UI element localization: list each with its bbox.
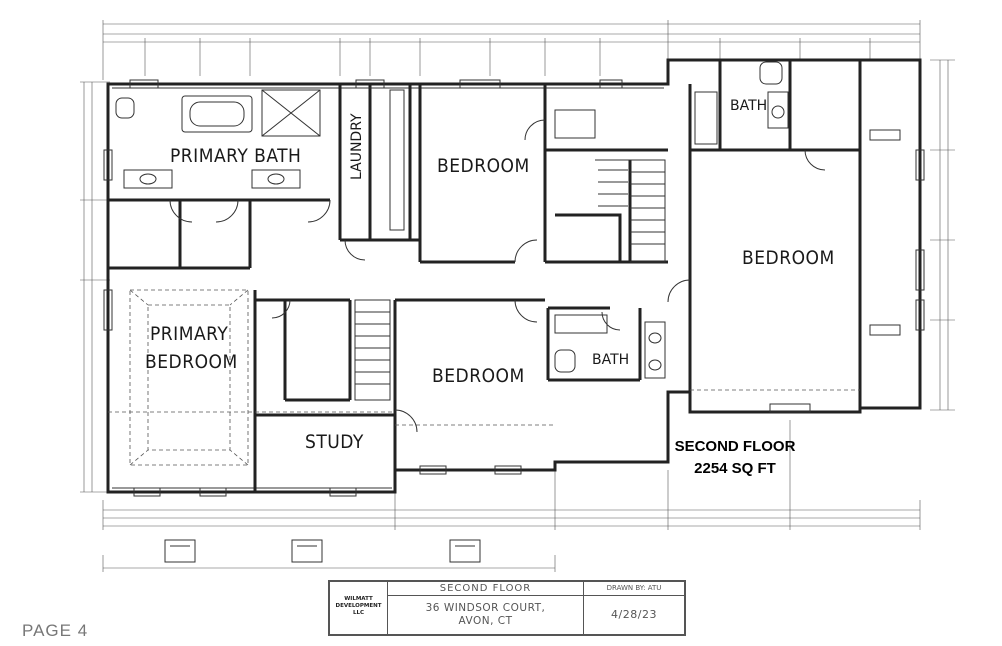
bedroom-right-label: BEDROOM xyxy=(742,247,835,269)
project-address: 36 WINDSOR COURT, AVON, CT xyxy=(388,596,584,634)
primary-bath-label: PRIMARY BATH xyxy=(170,145,301,167)
drawing-date: 4/28/23 xyxy=(611,608,657,621)
bedroom-top-label: BEDROOM xyxy=(437,155,530,177)
door-swings xyxy=(169,119,826,433)
floor-square-footage: 2254 SQ FT xyxy=(694,460,776,477)
address-line-1: 36 WINDSOR COURT, xyxy=(425,602,546,614)
sheet-title: SECOND FLOOR xyxy=(388,582,584,596)
company-line-1: WILMATT xyxy=(344,596,373,602)
company-name: WILMATT DEVELOPMENT LLC xyxy=(330,582,388,634)
primary-bedroom-label-2: BEDROOM xyxy=(145,351,238,373)
bath-upper-label: BATH xyxy=(730,98,767,114)
drawn-by: DRAWN BY: ATU xyxy=(584,582,684,596)
company-line-3: LLC xyxy=(352,610,365,616)
bath-middle-label: BATH xyxy=(592,352,629,368)
laundry-label: LAUNDRY xyxy=(349,113,365,180)
company-line-2: DEVELOPMENT xyxy=(335,603,382,609)
floor-name: SECOND FLOOR xyxy=(674,438,796,455)
stairs xyxy=(354,159,666,401)
primary-bedroom-label-1: PRIMARY xyxy=(150,323,228,345)
floor-area-label: SECOND FLOOR 2254 SQ FT xyxy=(655,436,815,480)
page-number: PAGE 4 xyxy=(22,621,89,640)
study-label: STUDY xyxy=(305,431,364,453)
interior-walls xyxy=(108,60,862,492)
top-dimension-lines xyxy=(80,20,955,572)
bedroom-middle-label: BEDROOM xyxy=(432,365,525,387)
address-line-2: AVON, CT xyxy=(458,615,513,627)
title-block: WILMATT DEVELOPMENT LLC SECOND FLOOR 36 … xyxy=(328,580,686,636)
windows xyxy=(103,79,925,497)
fixtures xyxy=(115,61,789,379)
tray-ceiling xyxy=(108,289,860,466)
window-callouts xyxy=(164,539,481,563)
